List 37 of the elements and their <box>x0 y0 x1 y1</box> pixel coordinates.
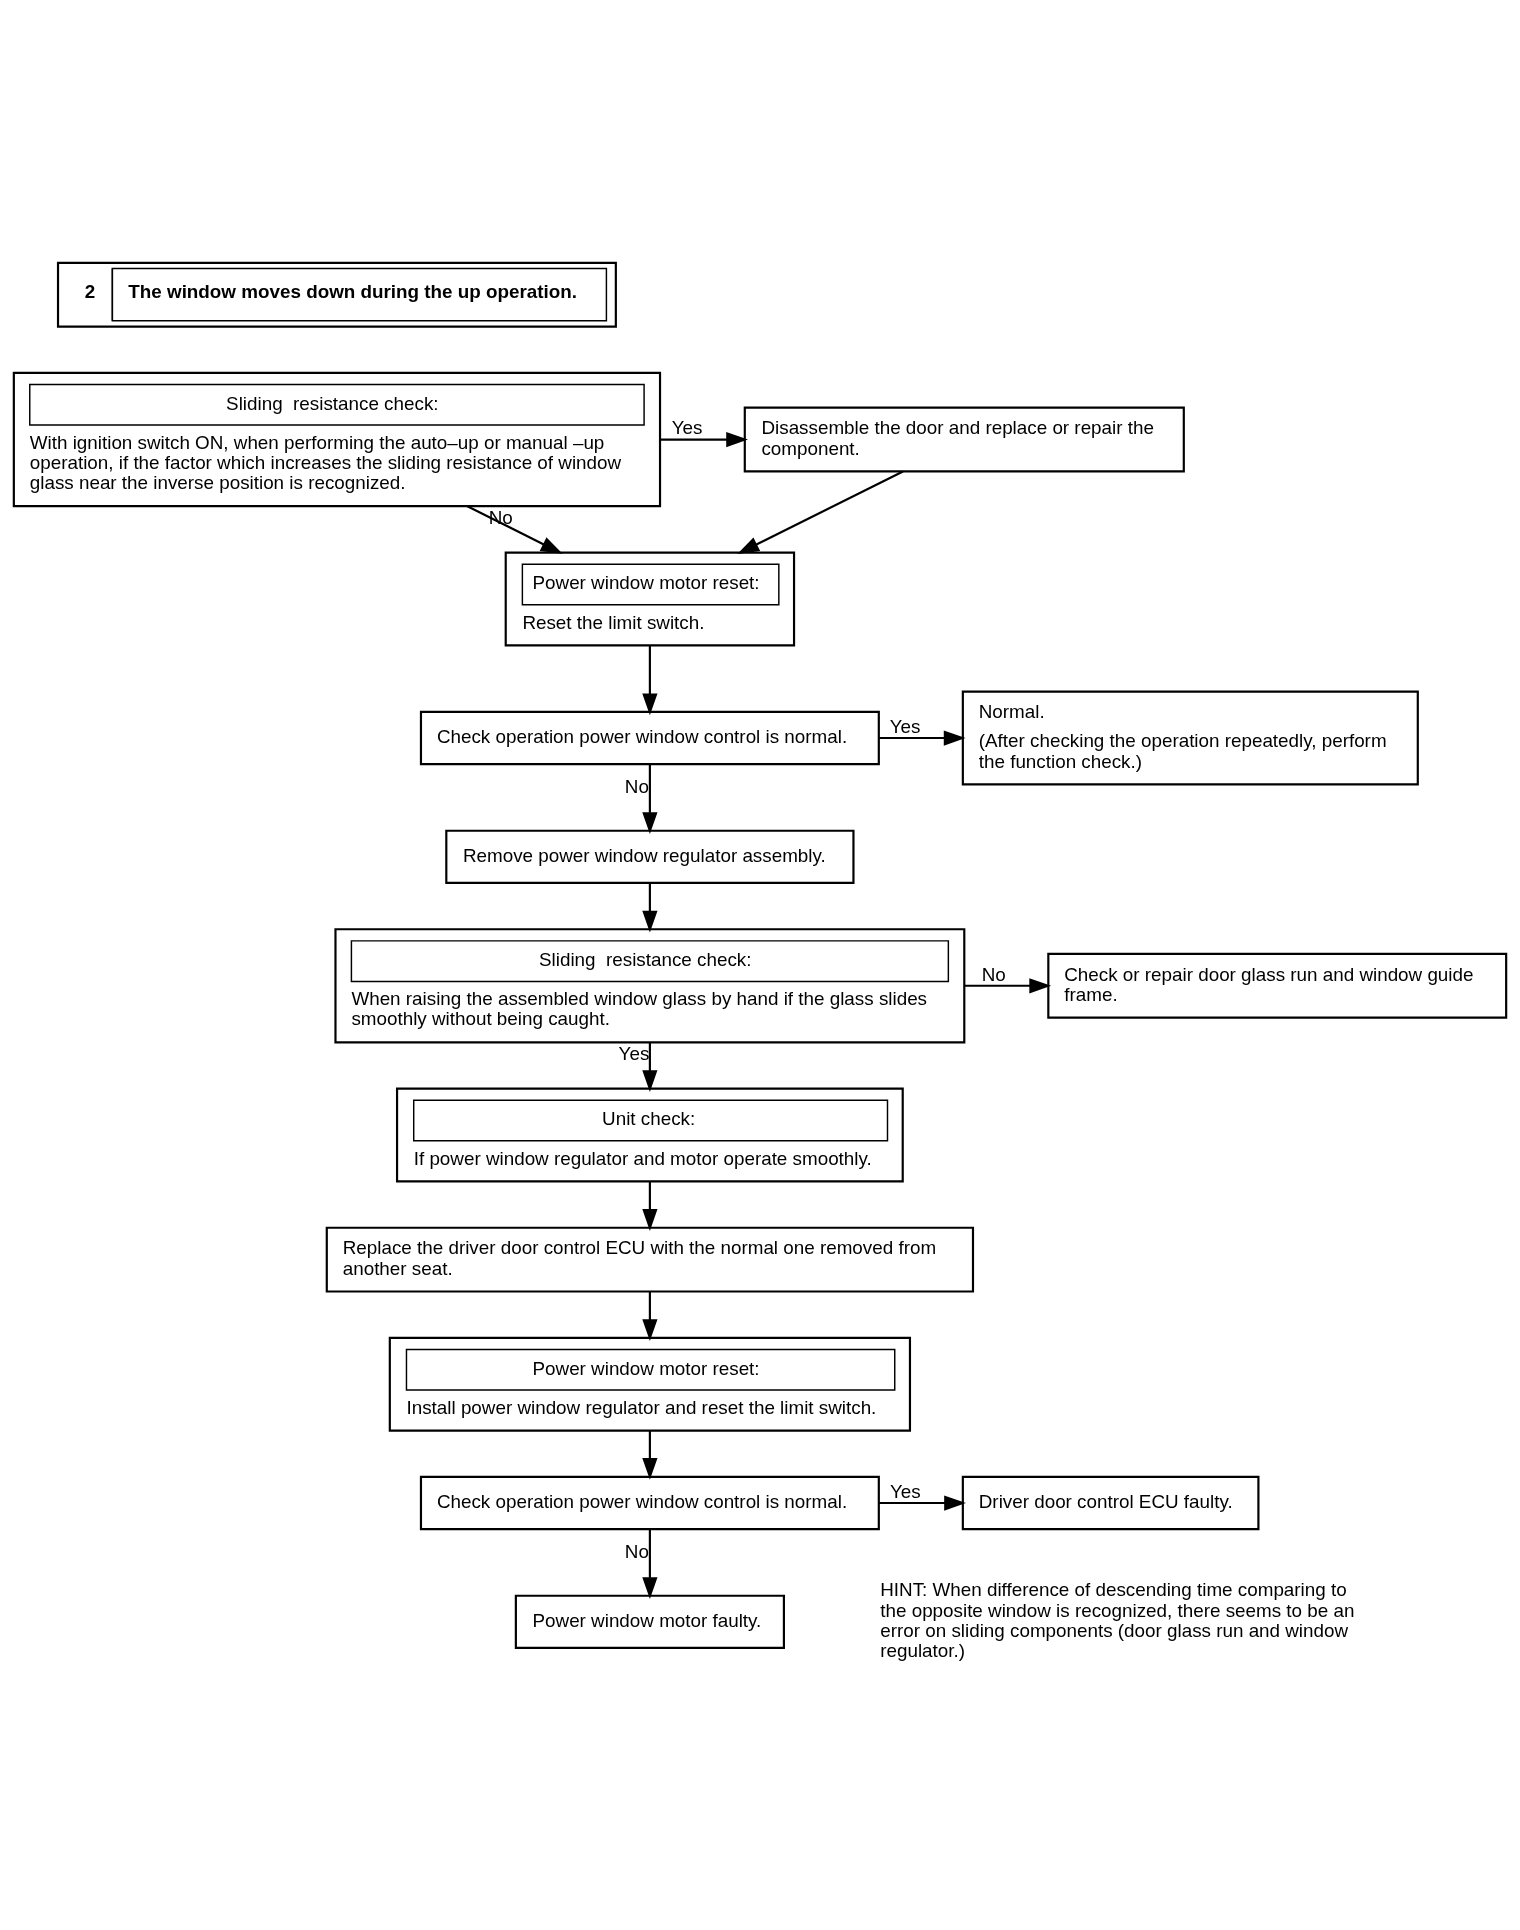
arrow <box>642 764 658 834</box>
node-box: Unit check: If power window regulator and motor operate smoothly. <box>395 1087 904 1182</box>
arrow <box>642 1042 658 1092</box>
node-box: Power window motor faulty. <box>514 1594 785 1649</box>
node-box: Normal. (After checking the operation repeatedly, perform the function check.) <box>961 690 1419 785</box>
edge-label: No <box>624 1540 649 1562</box>
arrow <box>642 882 658 933</box>
arrow <box>466 504 563 554</box>
arrow <box>964 977 1052 993</box>
node-box: Power window motor reset: Install power window regulator and reset the limit switch. <box>388 1336 912 1432</box>
node-box: Check operation power window control is normal. <box>419 1475 880 1530</box>
node-box: Check operation power window control is normal. <box>419 710 880 765</box>
edge-label: Yes <box>889 715 921 737</box>
node-box: Sliding resistance check: With ignition switch ON, when performing the auto–up or manual –up operation, if the factor which increases the sliding resistance of window glass near the inverse position is recognized. <box>12 371 662 507</box>
edge-label: No <box>624 775 649 797</box>
node-box: 2 The window moves down during the up operation. <box>56 261 617 328</box>
node-box: Check or repair door glass run and window guide frame. <box>1047 952 1508 1019</box>
node-box: Driver door control ECU faulty. <box>961 1475 1260 1530</box>
edge-label: Yes <box>671 416 703 438</box>
label: HINT: When difference of descending time comparing to the opposite window is recognized, there seems to be an error on sliding components (door glass run and window regulator.) <box>880 1578 1355 1661</box>
node-box: Replace the driver door control ECU with the normal one removed from another seat. <box>325 1226 975 1293</box>
arrow <box>642 1430 658 1480</box>
arrow <box>878 729 966 746</box>
node-box: Sliding resistance check: When raising the assembled window glass by hand if the glass slides smoothly without being caught. <box>334 927 966 1043</box>
arrow <box>737 470 904 554</box>
arrow <box>642 644 658 715</box>
node-box: Remove power window regulator assembly. <box>445 829 855 884</box>
arrow <box>642 1181 658 1231</box>
node-box: Disassemble the door and replace or repair the component. <box>743 406 1185 472</box>
arrow <box>642 1529 658 1599</box>
arrow <box>878 1494 966 1511</box>
arrow <box>660 431 748 447</box>
node-box: Power window motor reset: Reset the limit switch. <box>504 551 796 646</box>
edge-label: No <box>981 963 1006 985</box>
arrow <box>642 1291 658 1341</box>
edge-label: Yes <box>889 1480 921 1502</box>
edge-label: Yes <box>618 1042 650 1064</box>
